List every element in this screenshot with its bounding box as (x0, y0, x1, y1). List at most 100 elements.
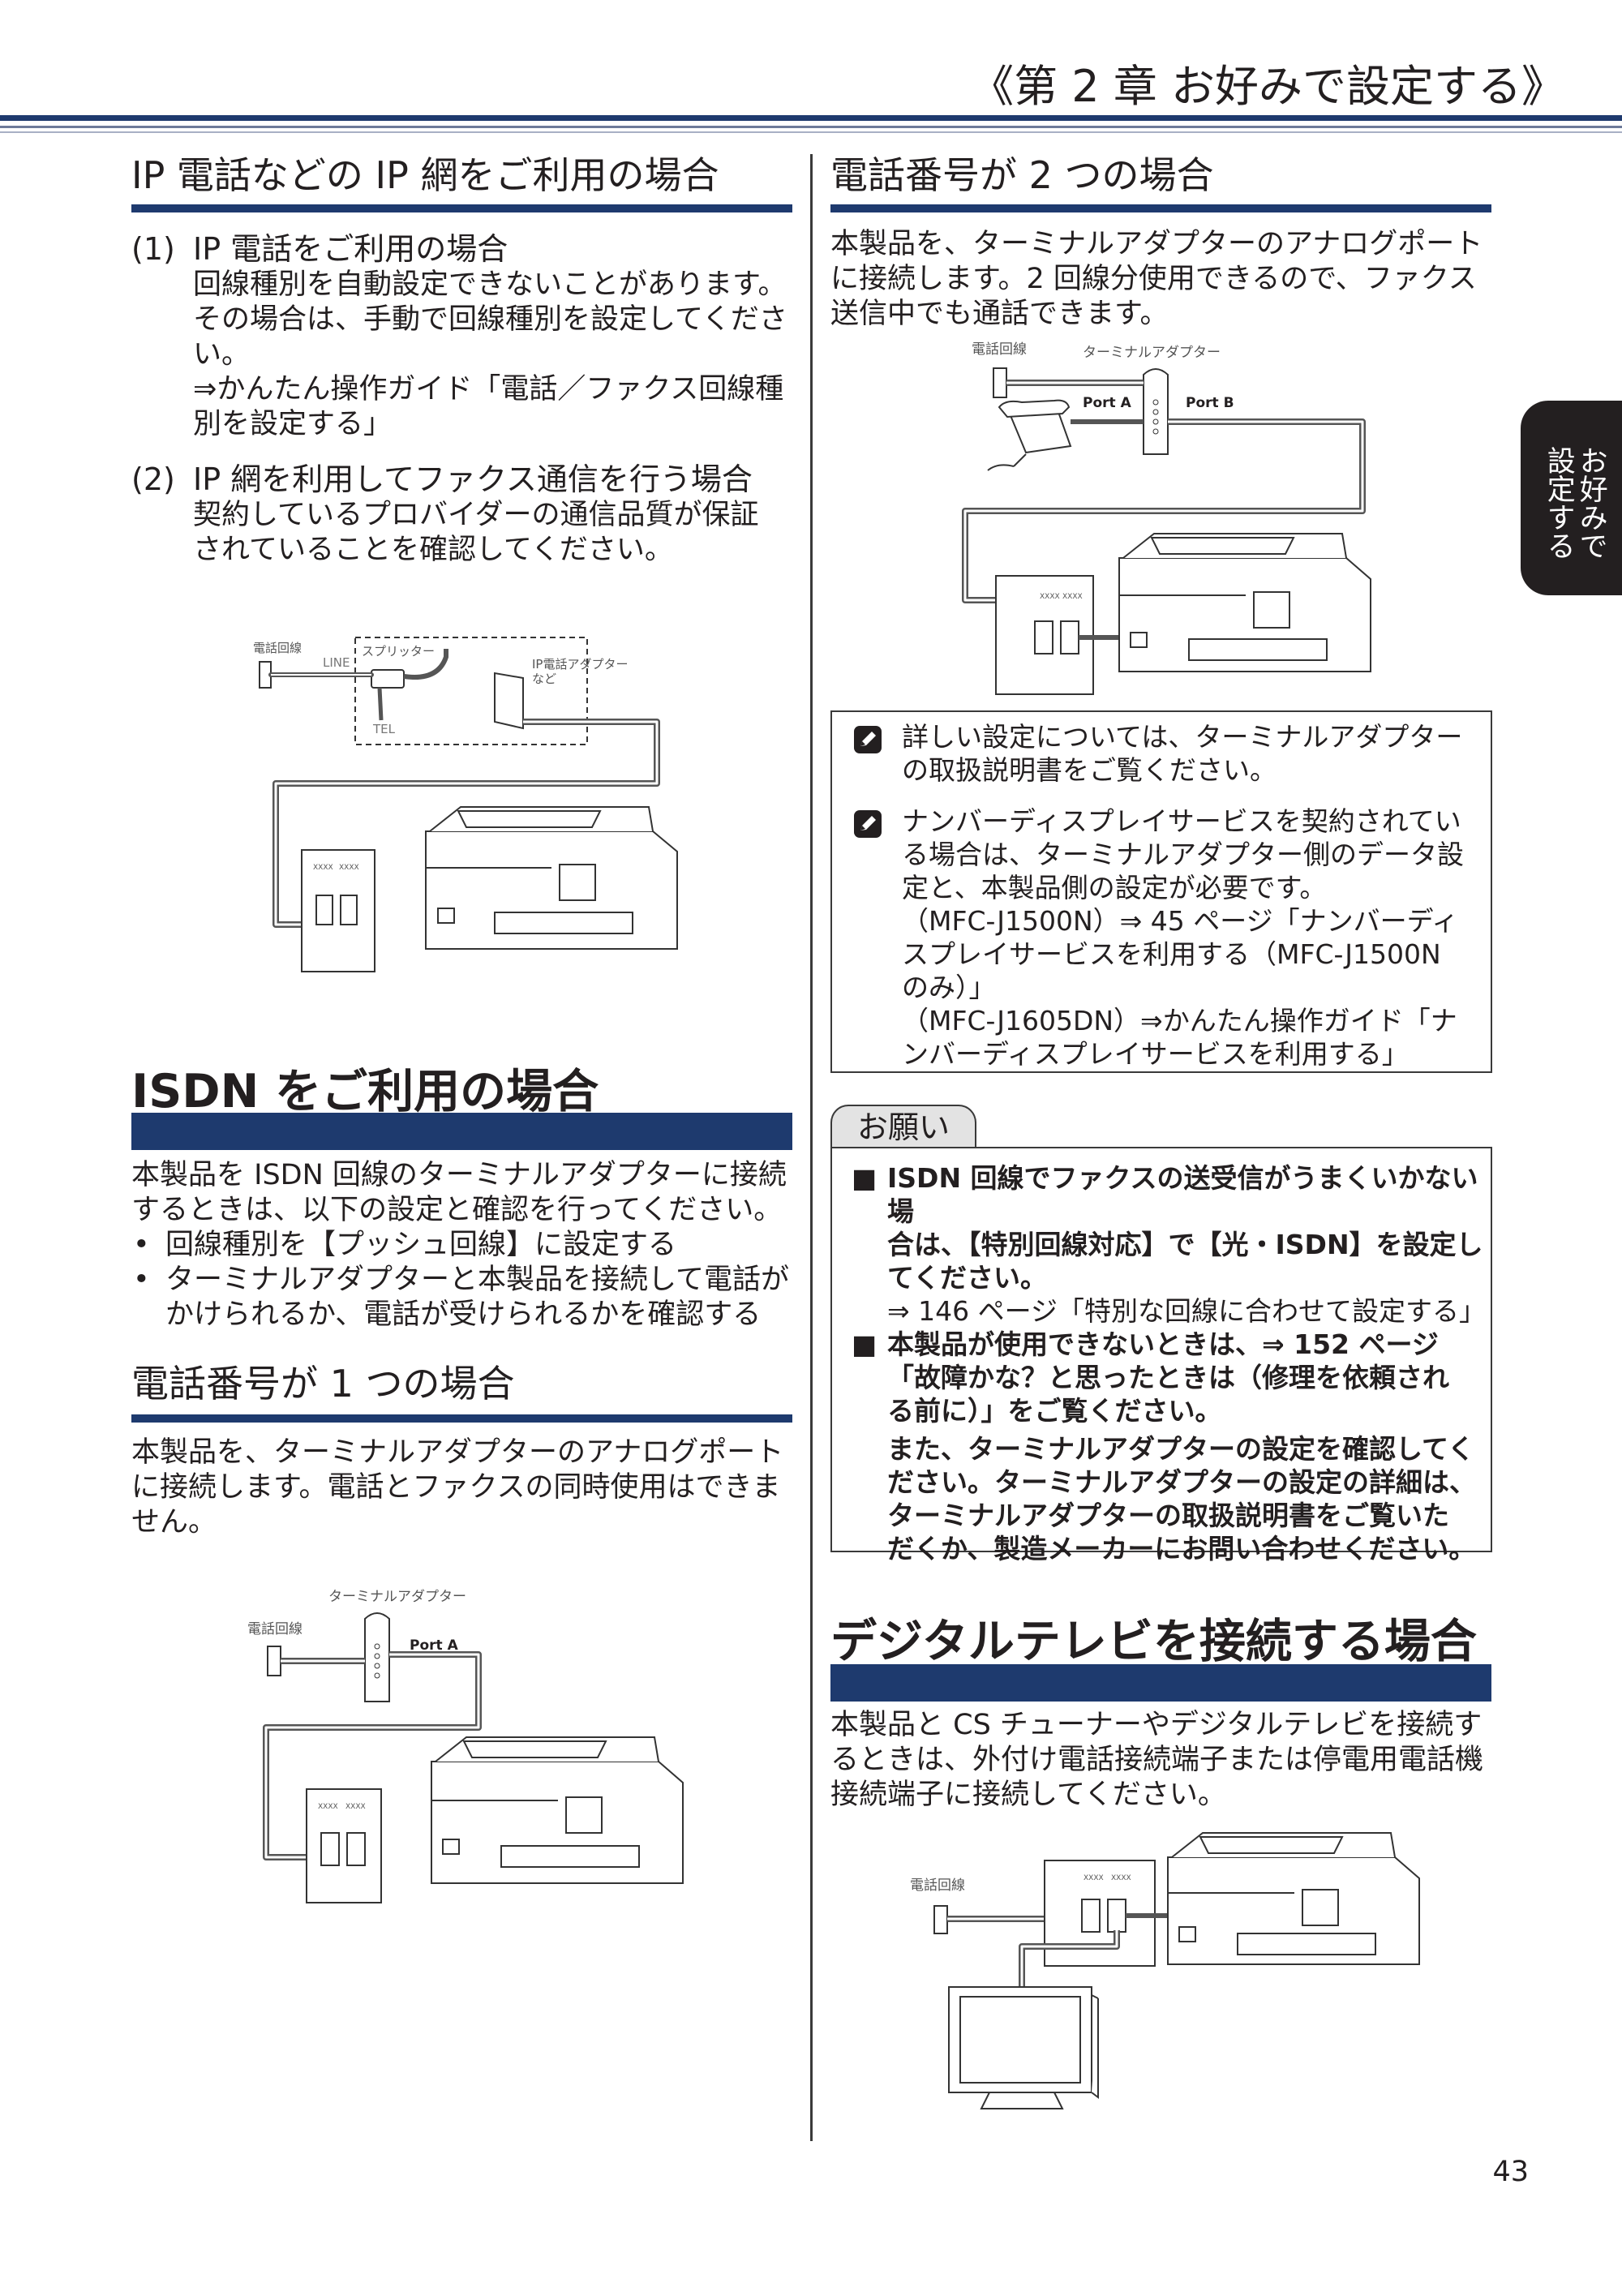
note-text: 詳しい設定については、ターミナルアダプター (902, 721, 1463, 753)
section-title-two-numbers: 電話番号が 2 つの場合 (830, 153, 1214, 197)
section-title-digital-tv: デジタルテレビを接続する場合 (830, 1615, 1477, 1668)
request-item: ■ ISDN 回線でファクスの送受信がうまくいかない場 合は、【特別回線対応】で… (832, 1161, 1491, 1328)
port-label-1: XXXX (313, 864, 333, 872)
section-title-isdn: ISDN をご利用の場合 (131, 1065, 599, 1118)
one-number-body: 本製品を、ターミナルアダプターのアナログポート に接続します。電話とファクスの同… (131, 1436, 796, 1540)
dashed-group-box (354, 637, 588, 745)
body-line: い。 (193, 338, 251, 371)
square-bullet-icon: ■ (852, 1328, 878, 1360)
header-rule-thin (0, 126, 1622, 128)
figure-label-adapter: IP電話アダプター (532, 657, 628, 672)
request-box: ■ ISDN 回線でファクスの送受信がうまくいかない場 合は、【特別回線対応】で… (830, 1147, 1492, 1564)
figure-label-line: 電話回線 (253, 641, 302, 655)
side-tab-line1: お好みで (1574, 446, 1607, 560)
two-numbers-body: 本製品を、ターミナルアダプターのアナログポート に接続します。2 回線分使用でき… (830, 227, 1495, 332)
section-rule-one-number (131, 1414, 792, 1423)
reference-link[interactable]: （MFC-J1500N）⇒ 45 ページ「ナンバーディ (902, 905, 1459, 937)
note-text: 定と、本製品側の設定が必要です。 (902, 872, 1327, 903)
port-a-label: Port A (1083, 395, 1132, 411)
port-zoom-box (301, 849, 375, 972)
section-rule-two-numbers (830, 204, 1491, 212)
port-zoom-box (306, 1788, 382, 1903)
wall-jack-icon (267, 1646, 281, 1676)
port-label-2: XXXX (1062, 593, 1083, 601)
printer-icon (431, 1736, 684, 1884)
section-one-number: 電話番号が 1 つの場合 (131, 1354, 792, 1408)
printer-icon (425, 806, 678, 950)
bullet-text: ターミナルアダプターと本製品を接続して電話が (165, 1264, 789, 1296)
isdn-body: 本製品を ISDN 回線のターミナルアダプターに接続 するときは、以下の設定と確… (131, 1158, 796, 1333)
reference-link[interactable]: ンバーディスプレイサービスを利用する」 (902, 1038, 1409, 1070)
request-text: てください。 (887, 1262, 1048, 1294)
ip-item-1: (1)IP 電話をご利用の場合 回線種別を自動設定できないことがあります。 その… (131, 230, 796, 442)
splitter-icon (371, 669, 405, 689)
two-numbers-figure: 電話回線 ターミナルアダプター Port A Port B XXXX XXXX (962, 341, 1371, 695)
note-text: る場合は、ターミナルアダプター側のデータ設 (902, 839, 1464, 870)
reference-link[interactable]: ⇒ 146 ページ「特別な回線に合わせて設定する」 (887, 1295, 1486, 1327)
note-box: 詳しい設定については、ターミナルアダプター の取扱説明書をご覧ください。 ナンバ… (830, 710, 1492, 1073)
reference-link[interactable]: 別を設定する」 (193, 408, 393, 440)
note-item: ナンバーディスプレイサービスを契約されてい る場合は、ターミナルアダプター側のデ… (832, 805, 1491, 1071)
body-line: 接続端子に接続してください。 (830, 1779, 1226, 1811)
port-label-1: XXXX (1083, 1874, 1104, 1882)
request-text: ターミナルアダプターの取扱説明書をご覧いた (887, 1500, 1449, 1531)
request-text: ださい。ターミナルアダプターの設定の詳細は、 (887, 1466, 1476, 1498)
digital-tv-body: 本製品と CS チューナーやデジタルテレビを接続す るときは、外付け電話接続端子… (830, 1708, 1495, 1813)
body-line: 本製品を、ターミナルアダプターのアナログポート (830, 228, 1483, 260)
bullet-item: • 回線種別を【プッシュ回線】に設定する (131, 1228, 796, 1263)
request-text: 合は、【特別回線対応】で【光・ISDN】を設定し (887, 1229, 1483, 1260)
section-ip: IP 電話などの IP 網をご利用の場合 (131, 146, 792, 200)
chapter-title: 《第 2 章 お好みで設定する》 (970, 61, 1565, 112)
body-line: に接続します。電話とファクスの同時使用はできま (131, 1471, 781, 1504)
body-line: 契約しているプロバイダーの通信品質が保証 (193, 499, 759, 531)
body-line: その場合は、手動で回線種別を設定してくださ (193, 303, 787, 336)
port-label-1: XXXX (1040, 593, 1060, 601)
body-line: 送信中でも通話できます。 (830, 298, 1169, 330)
section-isdn: ISDN をご利用の場合 (131, 1054, 792, 1121)
figure-label-line-port: LINE (323, 655, 350, 670)
bullet-item: • ターミナルアダプターと本製品を接続して電話が かけられるか、電話が受けられる… (131, 1263, 796, 1333)
figure-label-line: 電話回線 (972, 341, 1027, 358)
request-text: だくか、製造メーカーにお問い合わせください。 (887, 1533, 1476, 1564)
request-text: る前に）」をご覧ください。 (887, 1395, 1222, 1427)
section-bar-isdn (131, 1113, 792, 1150)
port-b-label: Port B (1186, 395, 1234, 411)
note-text: の取扱説明書をご覧ください。 (902, 754, 1277, 786)
section-two-numbers: 電話番号が 2 つの場合 (830, 146, 1491, 200)
terminal-adapter-icon (1143, 368, 1169, 455)
line-port-icon (1034, 620, 1053, 654)
wall-jack-icon (933, 1905, 948, 1934)
memo-pencil-icon (854, 810, 882, 838)
line-port-icon (320, 1832, 340, 1866)
ip-connection-figure: 電話回線 LINE スプリッター IP電話アダプター など TEL XXXX X… (253, 637, 678, 972)
telephone-icon (987, 399, 1072, 471)
section-title-one-number: 電話番号が 1 つの場合 (131, 1362, 515, 1405)
request-text: ISDN 回線でファクスの送受信がうまくいかない場 (887, 1162, 1478, 1227)
figure-label-adapter: ターミナルアダプター (1083, 345, 1221, 361)
wall-jack-icon (993, 367, 1007, 398)
printer-icon (1167, 1832, 1420, 1965)
request-text: 本製品が使用できないときは、⇒ 152 ページ (887, 1328, 1439, 1360)
side-tab-line2: 設定する (1542, 446, 1575, 560)
bullet-text: 回線種別を【プッシュ回線】に設定する (165, 1229, 677, 1261)
reference-link[interactable]: のみ）」 (902, 972, 996, 1003)
ip-adapter-icon (494, 672, 524, 730)
header-rule-thin-2 (0, 131, 1622, 133)
ext-port-icon (346, 1832, 366, 1866)
body-line: 回線種別を自動設定できないことがあります。 (193, 268, 787, 301)
port-label-2: XXXX (1111, 1874, 1131, 1882)
bullet-dot: • (133, 1264, 150, 1296)
column-divider (810, 154, 813, 2141)
reference-link[interactable]: ⇒かんたん操作ガイド「電話／ファクス回線種 (193, 373, 784, 406)
item-number: (1) (131, 231, 175, 267)
reference-link[interactable]: （MFC-J1605DN）⇒かんたん操作ガイド「ナ (902, 1005, 1457, 1036)
chapter-side-tab[interactable]: お好みで 設定する (1521, 401, 1622, 595)
printer-icon (1118, 533, 1371, 672)
square-bullet-icon: ■ (852, 1162, 878, 1194)
figure-label-adapter-2: など (532, 672, 556, 686)
request-tab: お願い (830, 1105, 976, 1148)
body-line: するときは、以下の設定と確認を行ってください。 (131, 1194, 783, 1226)
reference-link[interactable]: スプレイサービスを利用する（MFC-J1500N (902, 938, 1441, 970)
body-line: 本製品を、ターミナルアダプターのアナログポート (131, 1436, 784, 1469)
digital-tv-figure: 電話回線 XXXX XXXX (910, 1832, 1420, 2109)
